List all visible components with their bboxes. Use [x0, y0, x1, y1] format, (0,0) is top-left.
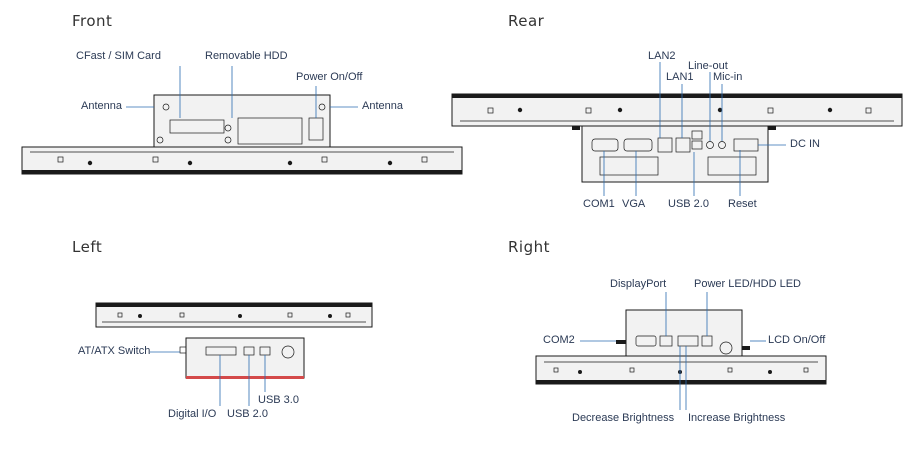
label-dc-in: DC IN [790, 138, 820, 150]
rear-view-title: Rear [508, 12, 545, 30]
front-view-title: Front [72, 12, 113, 30]
label-lan2: LAN2 [648, 50, 676, 62]
left-view-title: Left [72, 238, 103, 256]
left-view-drawing [95, 302, 373, 406]
label-lan1: LAN1 [666, 71, 694, 83]
label-com1: COM1 [583, 198, 615, 210]
label-antenna-left: Antenna [81, 100, 122, 112]
right-view-drawing [535, 292, 827, 410]
right-bezel [535, 355, 827, 385]
label-antenna-right: Antenna [362, 100, 403, 112]
right-io-module [625, 309, 743, 359]
front-bezel [21, 146, 463, 175]
label-com2: COM2 [543, 334, 575, 346]
label-usb-2-0-left: USB 2.0 [227, 408, 268, 420]
label-usb-3-0: USB 3.0 [258, 394, 299, 406]
front-module-box [153, 94, 331, 148]
label-removable-hdd: Removable HDD [205, 50, 288, 62]
label-displayport: DisplayPort [610, 278, 667, 290]
rear-io-module [581, 125, 769, 183]
label-vga: VGA [622, 198, 646, 210]
left-io-module [185, 337, 305, 379]
label-power-on-off: Power On/Off [296, 71, 363, 83]
label-line-out: Line-out [688, 60, 728, 72]
label-digital-io: Digital I/O [168, 408, 217, 420]
rear-view-drawing [451, 62, 903, 196]
label-cfast-sim-card: CFast / SIM Card [76, 50, 161, 62]
label-decrease-brightness: Decrease Brightness [572, 412, 675, 424]
right-view-title: Right [508, 238, 550, 256]
label-lcd-on-off: LCD On/Off [768, 334, 826, 346]
front-view-drawing [21, 66, 463, 175]
label-usb-2-0-rear: USB 2.0 [668, 198, 709, 210]
label-power-led-hdd-led: Power LED/HDD LED [694, 278, 801, 290]
label-at-atx-switch: AT/ATX Switch [78, 345, 151, 357]
label-increase-brightness: Increase Brightness [688, 412, 786, 424]
label-mic-in: Mic-in [713, 71, 743, 83]
label-reset: Reset [728, 198, 757, 210]
